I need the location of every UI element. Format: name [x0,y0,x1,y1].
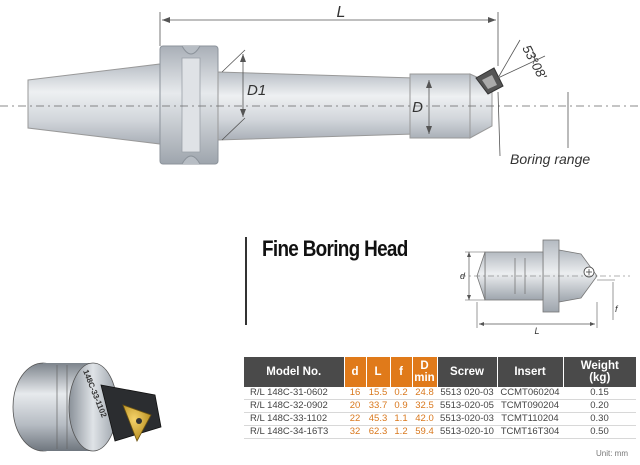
table-row: R/L 148C-32-0902 20 33.7 0.9 32.5 5513-0… [244,399,636,413]
cell-d: 16 [344,387,366,400]
cell-D: 59.4 [412,425,437,439]
product-photo: 148C-33-1102 [12,362,162,452]
cell-L: 15.5 [366,387,390,400]
unit-note: Unit: mm [596,449,628,458]
col-D-min: D min [412,357,438,387]
cell-insert: TCMT090204 [497,399,563,413]
col-screw: Screw [437,357,498,387]
cell-weight: 0.30 [563,412,636,426]
cell-D: 42.0 [412,412,437,426]
small-dim-d-label: d [460,271,466,281]
cell-weight: 0.15 [563,387,636,400]
cell-D: 24.8 [412,387,437,400]
title-divider [245,237,247,325]
col-model: Model No. [244,357,345,387]
boring-range-label: Boring range [510,151,590,167]
col-weight: Weight (kg) [563,357,636,387]
assembly-drawing: L D1 D 53°08' Boring range [0,4,640,167]
col-insert: Insert [497,357,564,387]
cell-D: 32.5 [412,399,437,413]
cell-d: 20 [344,399,366,413]
col-D-min-line1: D [420,360,429,372]
cell-f: 0.2 [390,387,412,400]
cell-screw: 5513-020-10 [437,425,497,439]
head-drawing: d L f [460,239,630,336]
table-row: R/L 148C-33-1102 22 45.3 1.1 42.0 5513-0… [244,412,636,426]
cell-model: R/L 148C-31-0602 [244,387,344,400]
cell-L: 62.3 [366,425,390,439]
cell-model: R/L 148C-32-0902 [244,399,344,413]
table-row: R/L 148C-31-0602 16 15.5 0.2 24.8 5513 0… [244,387,636,400]
table-row: R/L 148C-34-16T3 32 62.3 1.2 59.4 5513-0… [244,425,636,439]
small-dim-f-label: f [615,304,619,314]
cell-d: 22 [344,412,366,426]
col-L: L [366,357,391,387]
spec-table: Model No. d L f D min Screw Insert Weigh… [244,357,636,439]
table-header-row: Model No. d L f D min Screw Insert Weigh… [244,357,636,387]
cell-d: 32 [344,425,366,439]
col-D-min-line2: min [414,372,435,384]
product-title: Fine Boring Head [262,236,408,261]
dim-L-label: L [337,4,346,21]
cell-weight: 0.50 [563,425,636,439]
cell-insert: TCMT16T304 [497,425,563,439]
col-weight-line2: (kg) [589,372,611,384]
cell-model: R/L 148C-34-16T3 [244,425,344,439]
dim-D-label: D [412,99,423,116]
small-dim-L-label: L [534,326,539,336]
cell-screw: 5513-020-05 [437,399,497,413]
col-f: f [390,357,413,387]
cell-screw: 5513 020-03 [437,387,497,400]
cell-model: R/L 148C-33-1102 [244,412,344,426]
col-weight-line1: Weight [580,360,619,372]
cell-f: 0.9 [390,399,412,413]
cell-L: 33.7 [366,399,390,413]
cell-insert: TCMT110204 [497,412,563,426]
angle-label: 53°08' [519,42,550,82]
cell-weight: 0.20 [563,399,636,413]
cell-L: 45.3 [366,412,390,426]
cell-screw: 5513-020-03 [437,412,497,426]
cell-f: 1.1 [390,412,412,426]
col-d: d [344,357,367,387]
taper-shank [27,63,161,145]
cell-f: 1.2 [390,425,412,439]
cell-insert: CCMT060204 [497,387,563,400]
dim-D1-label: D1 [247,82,266,99]
